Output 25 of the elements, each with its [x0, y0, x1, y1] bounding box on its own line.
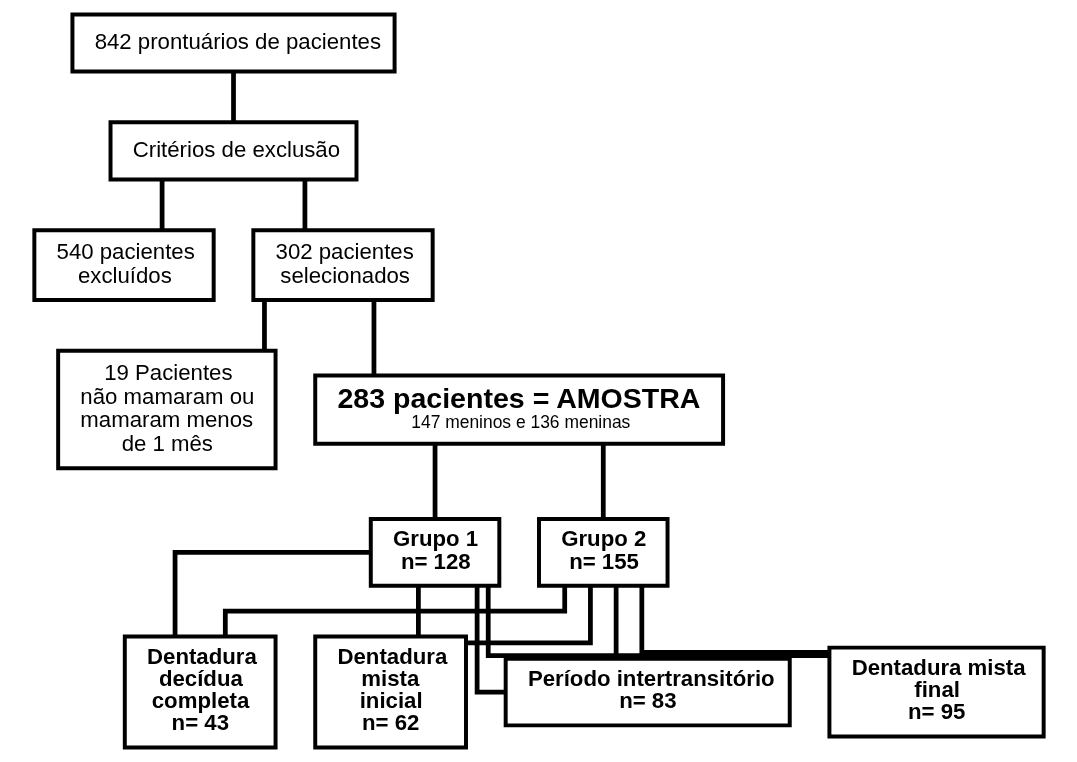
- connector: [302, 179, 307, 231]
- connector: [432, 444, 437, 519]
- connector: [485, 586, 829, 658]
- node-box: Grupo 1 n= 128: [368, 517, 501, 588]
- node-box: 302 pacientes selecionados: [250, 228, 435, 303]
- node-box: 19 Pacientes não mamaram ou mamaram menos de 1 mês: [55, 348, 278, 471]
- connector: [474, 586, 505, 695]
- connector: [261, 300, 267, 351]
- node-box: Dentadura mista final n= 95: [826, 645, 1046, 739]
- connector: [465, 586, 593, 646]
- node-box: 540 pacientes excluídos: [31, 228, 216, 303]
- connector: [638, 586, 829, 655]
- connector: [159, 179, 164, 231]
- node-box: Critérios de exclusão: [108, 120, 358, 182]
- node-box: Período intertransitório n= 83: [503, 656, 792, 728]
- connector: [230, 71, 236, 122]
- connector: [415, 586, 421, 637]
- connector: [371, 300, 376, 376]
- node-box: 842 prontuários de pacientes: [69, 12, 397, 74]
- node-box: 283 pacientes = AMOSTRA 147 meninos e 136 meninas: [312, 373, 725, 446]
- connector: [600, 444, 606, 519]
- node-box: Dentadura decídua completa n= 43: [122, 634, 278, 750]
- node-box: Dentadura mista inicial n= 62: [312, 634, 468, 750]
- connector: [172, 550, 370, 637]
- node-box: Grupo 2 n= 155: [536, 517, 670, 588]
